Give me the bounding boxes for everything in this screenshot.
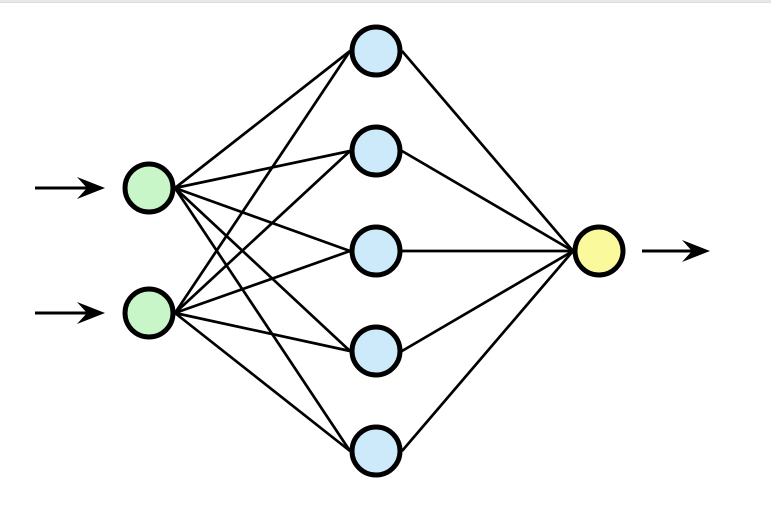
edge-h2-o1 [401,149,574,253]
edge-i2-h3 [174,249,351,315]
edge-i1-h2 [174,149,351,190]
node-h1 [349,24,403,78]
node-h4 [349,324,403,378]
edge-h5-o1 [400,250,575,452]
edge-i2-h5 [174,311,351,453]
edge-i1-h3 [174,186,351,253]
node-h2 [349,124,403,178]
edge-i1-h4 [174,187,351,352]
output-arrow-head [682,240,710,262]
node-h5 [349,424,403,478]
edge-h1-o1 [400,50,575,252]
edge-h4-o1 [401,249,574,353]
edge-i2-h1 [173,50,352,314]
node-i1 [122,161,176,215]
edge-i2-h4 [174,311,351,353]
node-h3 [349,224,403,278]
input-arrow-1-head [77,177,105,199]
edge-i1-h1 [174,49,351,190]
edge-i1-h5 [173,187,352,452]
node-i2 [122,286,176,340]
edge-i2-h2 [174,150,351,314]
node-o1 [572,224,626,278]
window-top-border [0,0,771,3]
input-arrow-2-head [77,302,105,324]
